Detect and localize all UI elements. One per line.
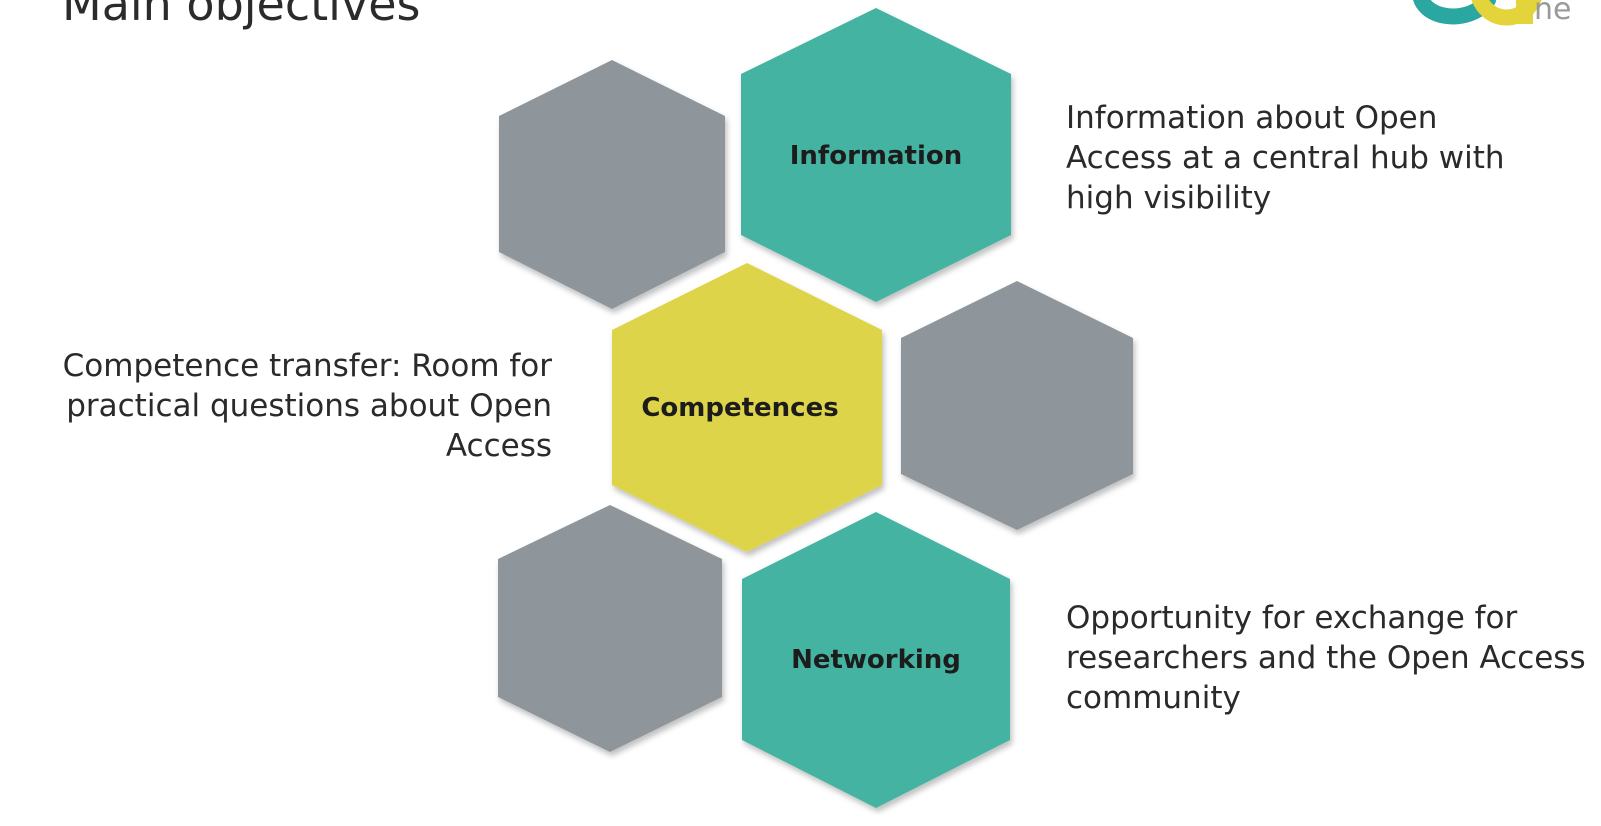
hexagon-information <box>741 8 1011 302</box>
slide-title: Main objectives <box>62 0 421 31</box>
hexagon-label-networking: Networking <box>791 645 961 675</box>
logo-icon <box>1413 0 1542 26</box>
description-information: Information about Open Access at a centr… <box>1066 100 1505 216</box>
hexagon-gray-top-left <box>499 60 725 309</box>
description-competences: Competence transfer: Room for practical … <box>62 348 552 464</box>
logo-text: ne <box>1534 0 1572 27</box>
hexagon-gray-bottom-left <box>498 505 722 752</box>
description-networking: Opportunity for exchange for researchers… <box>1066 600 1586 716</box>
hexagon-competences <box>612 263 882 552</box>
hexagon-networking <box>742 512 1010 808</box>
hexagon-label-competences: Competences <box>641 393 838 423</box>
hexagon-label-information: Information <box>790 141 963 171</box>
hexagon-gray-mid-right <box>901 281 1133 530</box>
